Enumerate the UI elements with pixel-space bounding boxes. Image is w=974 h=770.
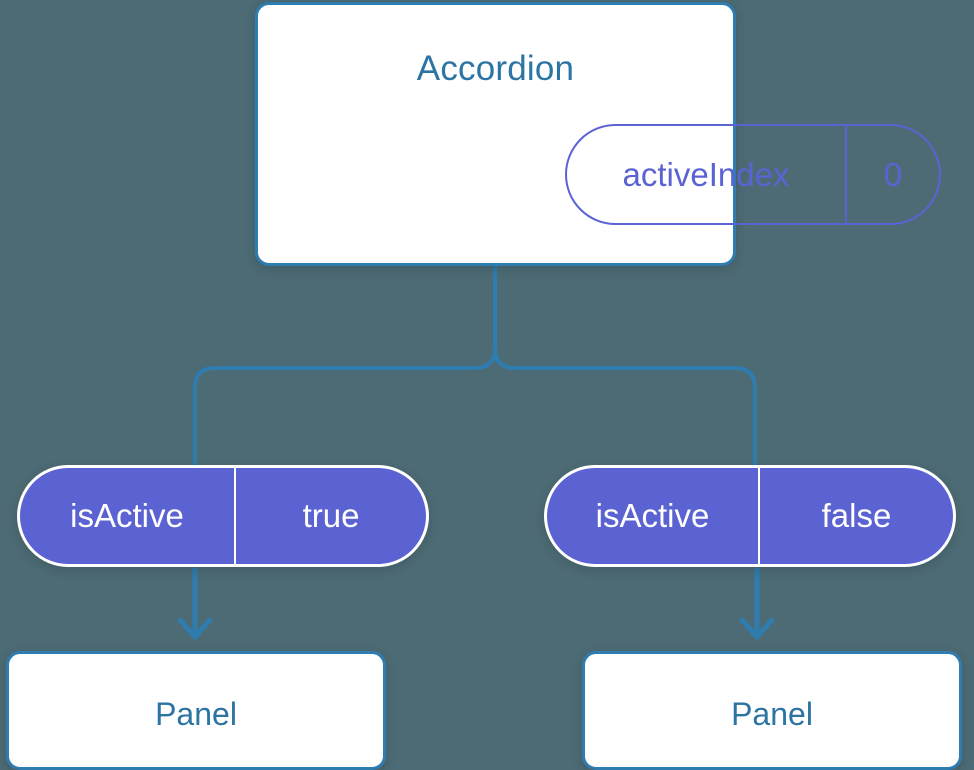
state-value-is-active-left: true bbox=[302, 497, 360, 534]
state-key-active-index: activeIndex bbox=[567, 126, 847, 223]
down-arrow-right-icon bbox=[739, 567, 775, 640]
component-label-panel-right: Panel bbox=[731, 696, 813, 732]
state-value-active-index: 0 bbox=[883, 155, 903, 193]
component-node-panel-right[interactable]: Panel bbox=[582, 651, 962, 770]
component-label-panel-left: Panel bbox=[155, 696, 237, 732]
component-node-panel-left[interactable]: Panel bbox=[6, 651, 386, 770]
component-label-accordion: Accordion bbox=[416, 49, 575, 88]
component-node-accordion[interactable]: Accordion activeIndex 0 bbox=[255, 2, 941, 266]
state-pill-is-active-true[interactable]: isActive true bbox=[17, 465, 429, 567]
state-key-is-active-left: isActive bbox=[20, 468, 236, 564]
state-key-is-active-right: isActive bbox=[547, 468, 760, 564]
state-pill-active-index[interactable]: activeIndex 0 bbox=[565, 124, 941, 225]
state-pill-is-active-false[interactable]: isActive false bbox=[544, 465, 956, 567]
connector-trunk-and-split bbox=[193, 264, 497, 468]
down-arrow-left-icon bbox=[177, 567, 213, 640]
connector-split-right bbox=[493, 346, 757, 468]
state-value-is-active-right: false bbox=[821, 497, 892, 534]
